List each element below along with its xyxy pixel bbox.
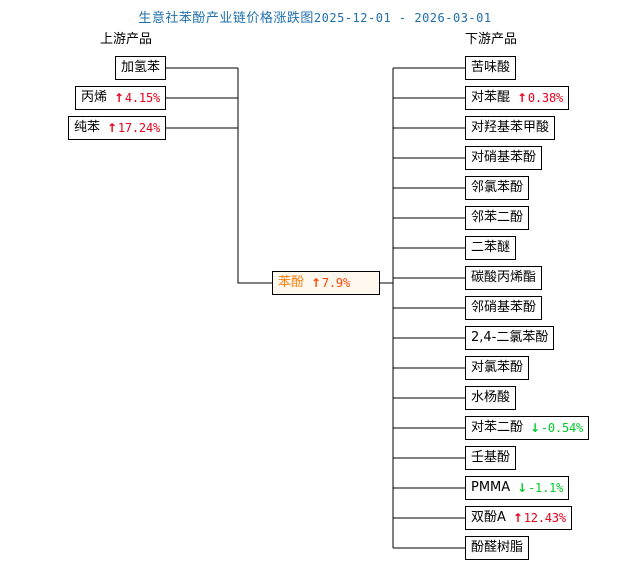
node-change-pct: ↓-1.1% [517,481,564,495]
node-change-pct: ↑0.38% [517,91,563,105]
upstream-node-1[interactable]: 加氢苯 [114,56,166,80]
arrow-up-icon: ↑ [114,91,124,105]
downstream-node-13[interactable]: 对苯二酚 ↓-0.54% [465,416,590,440]
node-label: 对羟基苯甲酸 [471,120,550,135]
arrow-up-icon: ↑ [512,511,523,525]
node-label: 壬基酚 [471,450,511,465]
downstream-node-4[interactable]: 对硝基苯酚 [465,146,543,170]
node-label: 碳酸丙烯酯 [471,270,537,285]
downstream-node-7[interactable]: 二苯醚 [465,236,517,260]
upstream-node-3[interactable]: 纯苯 ↑17.24% [67,116,166,140]
node-label: 二苯醚 [471,240,511,255]
downstream-node-1[interactable]: 苦味酸 [465,56,517,80]
node-label: 纯苯 [73,120,100,135]
downstream-node-8[interactable]: 碳酸丙烯酯 [465,266,543,290]
downstream-node-15[interactable]: PMMA ↓-1.1% [465,476,570,500]
arrow-up-icon: ↑ [517,91,527,105]
downstream-column-header: 下游产品 [465,32,518,47]
node-change-pct: ↑7.9% [311,276,350,290]
node-change-pct: ↓-0.54% [530,421,584,435]
node-label: 邻硝基苯酚 [471,300,537,315]
page-title: 生意社苯酚产业链价格涨跌图2025-12-01 - 2026-03-01 [0,7,630,26]
downstream-node-16[interactable]: 双酚A ↑12.43% [465,506,572,530]
title-date-range: 2025-12-01 - 2026-03-01 [313,11,492,25]
node-label: 双酚A [471,510,506,525]
downstream-node-10[interactable]: 2,4-二氯苯酚 [465,326,555,350]
downstream-node-17[interactable]: 酚醛树脂 [465,536,530,560]
downstream-node-2[interactable]: 对苯醌 ↑0.38% [465,86,569,110]
downstream-node-11[interactable]: 对氯苯酚 [465,356,530,380]
node-label: 加氢苯 [120,60,160,75]
title-text: 生意社苯酚产业链价格涨跌图 [138,11,314,26]
node-label: 对氯苯酚 [471,360,524,375]
node-label: 邻苯二酚 [471,210,524,225]
node-label: PMMA [471,480,511,495]
node-label: 对苯醌 [471,90,511,105]
node-label: 对苯二酚 [471,420,524,435]
upstream-column-header: 上游产品 [100,32,153,47]
node-change-pct: ↑12.43% [512,511,566,525]
downstream-node-9[interactable]: 邻硝基苯酚 [465,296,543,320]
downstream-node-3[interactable]: 对羟基苯甲酸 [465,116,556,140]
arrow-up-icon: ↑ [311,276,321,290]
node-change-pct: ↑17.24% [106,121,160,135]
node-label: 2,4-二氯苯酚 [471,330,549,345]
downstream-node-6[interactable]: 邻苯二酚 [465,206,530,230]
node-label: 苯酚 [278,275,305,290]
arrow-up-icon: ↑ [106,121,117,135]
node-label: 对硝基苯酚 [471,150,537,165]
downstream-node-12[interactable]: 水杨酸 [465,386,517,410]
center-node[interactable]: 苯酚 ↑7.9% [272,271,380,295]
node-label: 丙烯 [81,90,108,105]
downstream-node-14[interactable]: 壬基酚 [465,446,517,470]
node-label: 水杨酸 [471,390,511,405]
node-label: 酚醛树脂 [471,540,524,555]
node-label: 苦味酸 [471,60,511,75]
arrow-down-icon: ↓ [517,481,528,495]
node-label: 邻氯苯酚 [471,180,524,195]
upstream-node-2[interactable]: 丙烯 ↑4.15% [75,86,166,110]
node-change-pct: ↑4.15% [114,91,160,105]
downstream-node-5[interactable]: 邻氯苯酚 [465,176,530,200]
arrow-down-icon: ↓ [530,421,540,435]
